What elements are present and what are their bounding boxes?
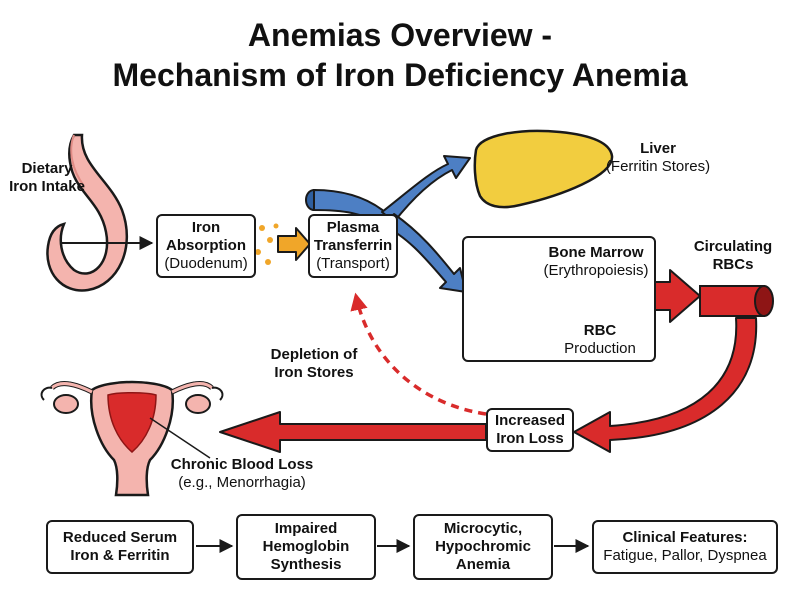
dietary-intake-label: Dietary Iron Intake [9,160,85,195]
circulating-rbcs-label: Circulating RBCs [693,238,773,273]
plasma-transferrin-box: Plasma Transferrin (Transport) [308,214,398,278]
leader-line-blood-loss [149,417,211,459]
sequence-step-impaired-hemoglobin: Impaired Hemoglobin Synthesis [236,514,376,580]
liver-label: Liver (Ferritin Stores) [605,140,711,175]
uterus-illustration [40,380,224,497]
diagram-title-line-2: Mechanism of Iron Deficiency Anemia [112,57,688,93]
iron-absorption-box: Iron Absorption (Duodenum) [156,214,256,278]
sequence-step-reduced-serum-iron: Reduced Serum Iron & Ferritin [46,520,194,574]
diagram-title-line-1: Anemias Overview - [247,17,553,53]
bone-marrow-box: Bone Marrow (Erythropoiesis) RBC Product… [462,236,656,362]
arrow-circulation-to-iron-loss [573,317,758,453]
arrow-transferrin-to-liver [381,155,471,223]
rbc-production-label: RBC Production [564,322,636,357]
sequence-step-microcytic-anemia: Microcytic, Hypochromic Anemia [413,514,553,580]
sequence-step-clinical-features: Clinical Features: Fatigue, Pallor, Dysp… [592,520,778,574]
stomach-illustration [46,133,128,292]
depletion-iron-stores-label: Depletion of Iron Stores [270,346,358,381]
bone-marrow-title: Bone Marrow (Erythropoiesis) [543,244,649,279]
iron-particles [255,223,279,265]
arrow-iron-loss-to-blood-loss [219,411,487,453]
liver-illustration [473,129,614,209]
increased-iron-loss-box: Increased Iron Loss [486,408,574,452]
chronic-blood-loss-label: Chronic Blood Loss (e.g., Menorrhagia) [170,456,314,491]
red-vessel-illustration [699,285,774,317]
arrow-absorption-to-transferrin [277,227,311,261]
